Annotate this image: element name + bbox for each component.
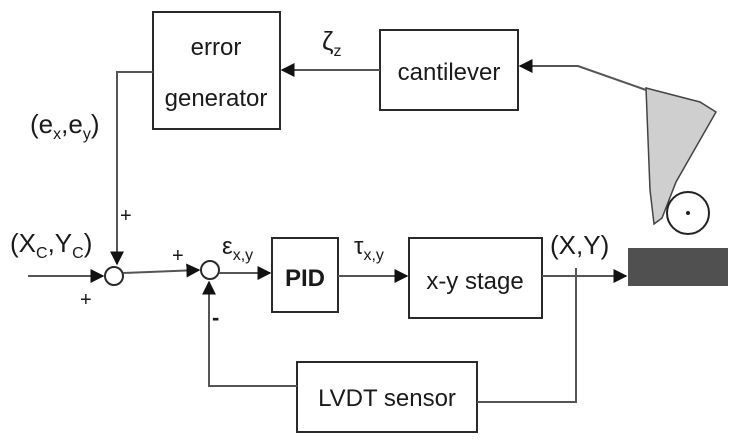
reference-close: ) <box>84 228 93 258</box>
xy-stage-block: x-y stage <box>408 237 543 319</box>
zeta-subscript: z <box>333 43 341 60</box>
error-xy-mid: ,e <box>61 109 83 139</box>
error-xy-sub-x: x <box>53 126 61 143</box>
zeta-z-label: ζz <box>322 26 341 60</box>
error-xy-open: (e <box>30 109 53 139</box>
error-generator-label-line2: generator <box>165 85 268 112</box>
epsilon-xy-label: εx,y <box>222 233 253 264</box>
reference-sub-y: C <box>72 245 84 262</box>
epsilon-subscript: x,y <box>233 247 253 264</box>
pid-block: PID <box>271 237 339 313</box>
probe-ball-center-dot <box>686 211 690 215</box>
summing-junction-2 <box>200 260 220 280</box>
cantilever-tip-shape <box>645 87 718 226</box>
sum2-left-sign: + <box>172 245 184 267</box>
position-to-sensor-wire <box>477 268 577 403</box>
tau-xy-label: τx,y <box>354 233 384 264</box>
sum1-left-sign: + <box>80 289 92 311</box>
tip-deflection-arrow <box>518 59 647 91</box>
sum1-to-sum2-arrow <box>122 263 201 278</box>
error-feedback-arrow <box>110 71 153 266</box>
position-output-label: (X,Y) <box>550 230 609 260</box>
sum1-top-sign: + <box>120 205 132 227</box>
error-xy-close: ) <box>91 109 100 139</box>
summing-junction-1 <box>104 266 124 286</box>
epsilon-symbol: ε <box>222 233 233 260</box>
lvdt-sensor-block: LVDT sensor <box>296 361 478 433</box>
error-generator-label-line1: error <box>191 34 242 61</box>
error-generator-block: error generator <box>152 11 281 130</box>
error-xy-sub-y: y <box>83 126 91 143</box>
sample-stage-bar <box>628 248 728 286</box>
lvdt-sensor-label: LVDT sensor <box>318 385 456 412</box>
sum2-bottom-sign: - <box>212 305 219 330</box>
tau-symbol: τ <box>354 233 364 260</box>
sensor-feedback-arrow <box>202 280 297 387</box>
reference-mid: ,Y <box>48 228 73 258</box>
xy-stage-label: x-y stage <box>426 268 523 295</box>
reference-open: (X <box>10 228 36 258</box>
zeta-symbol: ζ <box>322 26 333 56</box>
error-xy-label: (ex,ey) <box>30 109 99 143</box>
cantilever-block: cantilever <box>379 29 519 111</box>
reference-input-label: (XC,YC) <box>10 228 92 262</box>
pid-label: PID <box>285 265 325 292</box>
cantilever-label: cantilever <box>398 59 501 86</box>
tau-subscript: x,y <box>363 247 383 264</box>
reference-sub-x: C <box>36 245 48 262</box>
